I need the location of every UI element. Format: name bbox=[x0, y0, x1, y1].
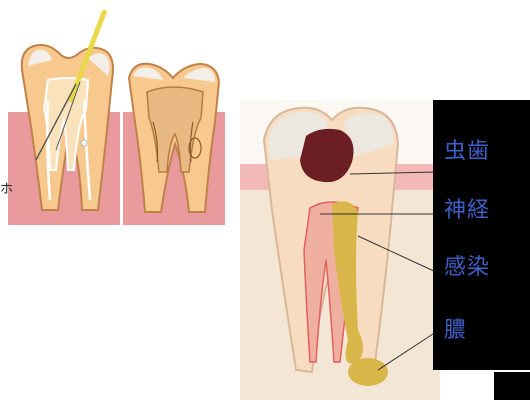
filled-tooth-illustration bbox=[123, 62, 225, 225]
label-panel: 虫歯 神経 感染 膿 bbox=[433, 100, 530, 370]
cropped-text-fragment: ホ bbox=[0, 178, 13, 197]
label-cavity: 虫歯 bbox=[444, 141, 490, 163]
black-corner-bar bbox=[494, 372, 530, 400]
infected-tooth-illustration bbox=[240, 100, 440, 400]
label-nerve: 神経 bbox=[444, 200, 490, 222]
label-infection: 感染 bbox=[444, 257, 490, 279]
root-canal-treatment-illustration bbox=[8, 10, 120, 225]
label-pus: 膿 bbox=[444, 320, 467, 342]
